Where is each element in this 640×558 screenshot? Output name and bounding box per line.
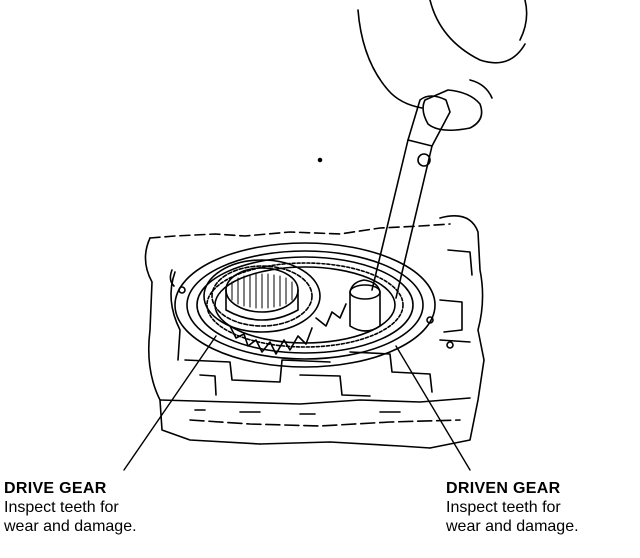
drive-gear-leader (123, 335, 217, 471)
driven-gear-note-line1: Inspect teeth for (446, 499, 561, 516)
drive-gear-note-line2: wear and damage. (4, 518, 137, 535)
driven-gear-callout: DRIVEN GEAR Inspect teeth for wear and d… (446, 479, 579, 536)
driven-gear-note-line2: wear and damage. (446, 518, 579, 535)
gear-pocket (174, 242, 436, 368)
drive-gear-note-line1: Inspect teeth for (4, 499, 119, 516)
drive-gear-label: DRIVE GEAR (4, 480, 107, 497)
leader-lines (123, 335, 471, 471)
driven-gear-label: DRIVEN GEAR (446, 480, 561, 497)
drive-gear (203, 259, 347, 355)
driven-gear-leader (395, 345, 471, 471)
hand (357, 0, 528, 132)
drive-gear-callout: DRIVE GEAR Inspect teeth for wear and da… (4, 479, 137, 536)
pump-housing (144, 215, 485, 449)
